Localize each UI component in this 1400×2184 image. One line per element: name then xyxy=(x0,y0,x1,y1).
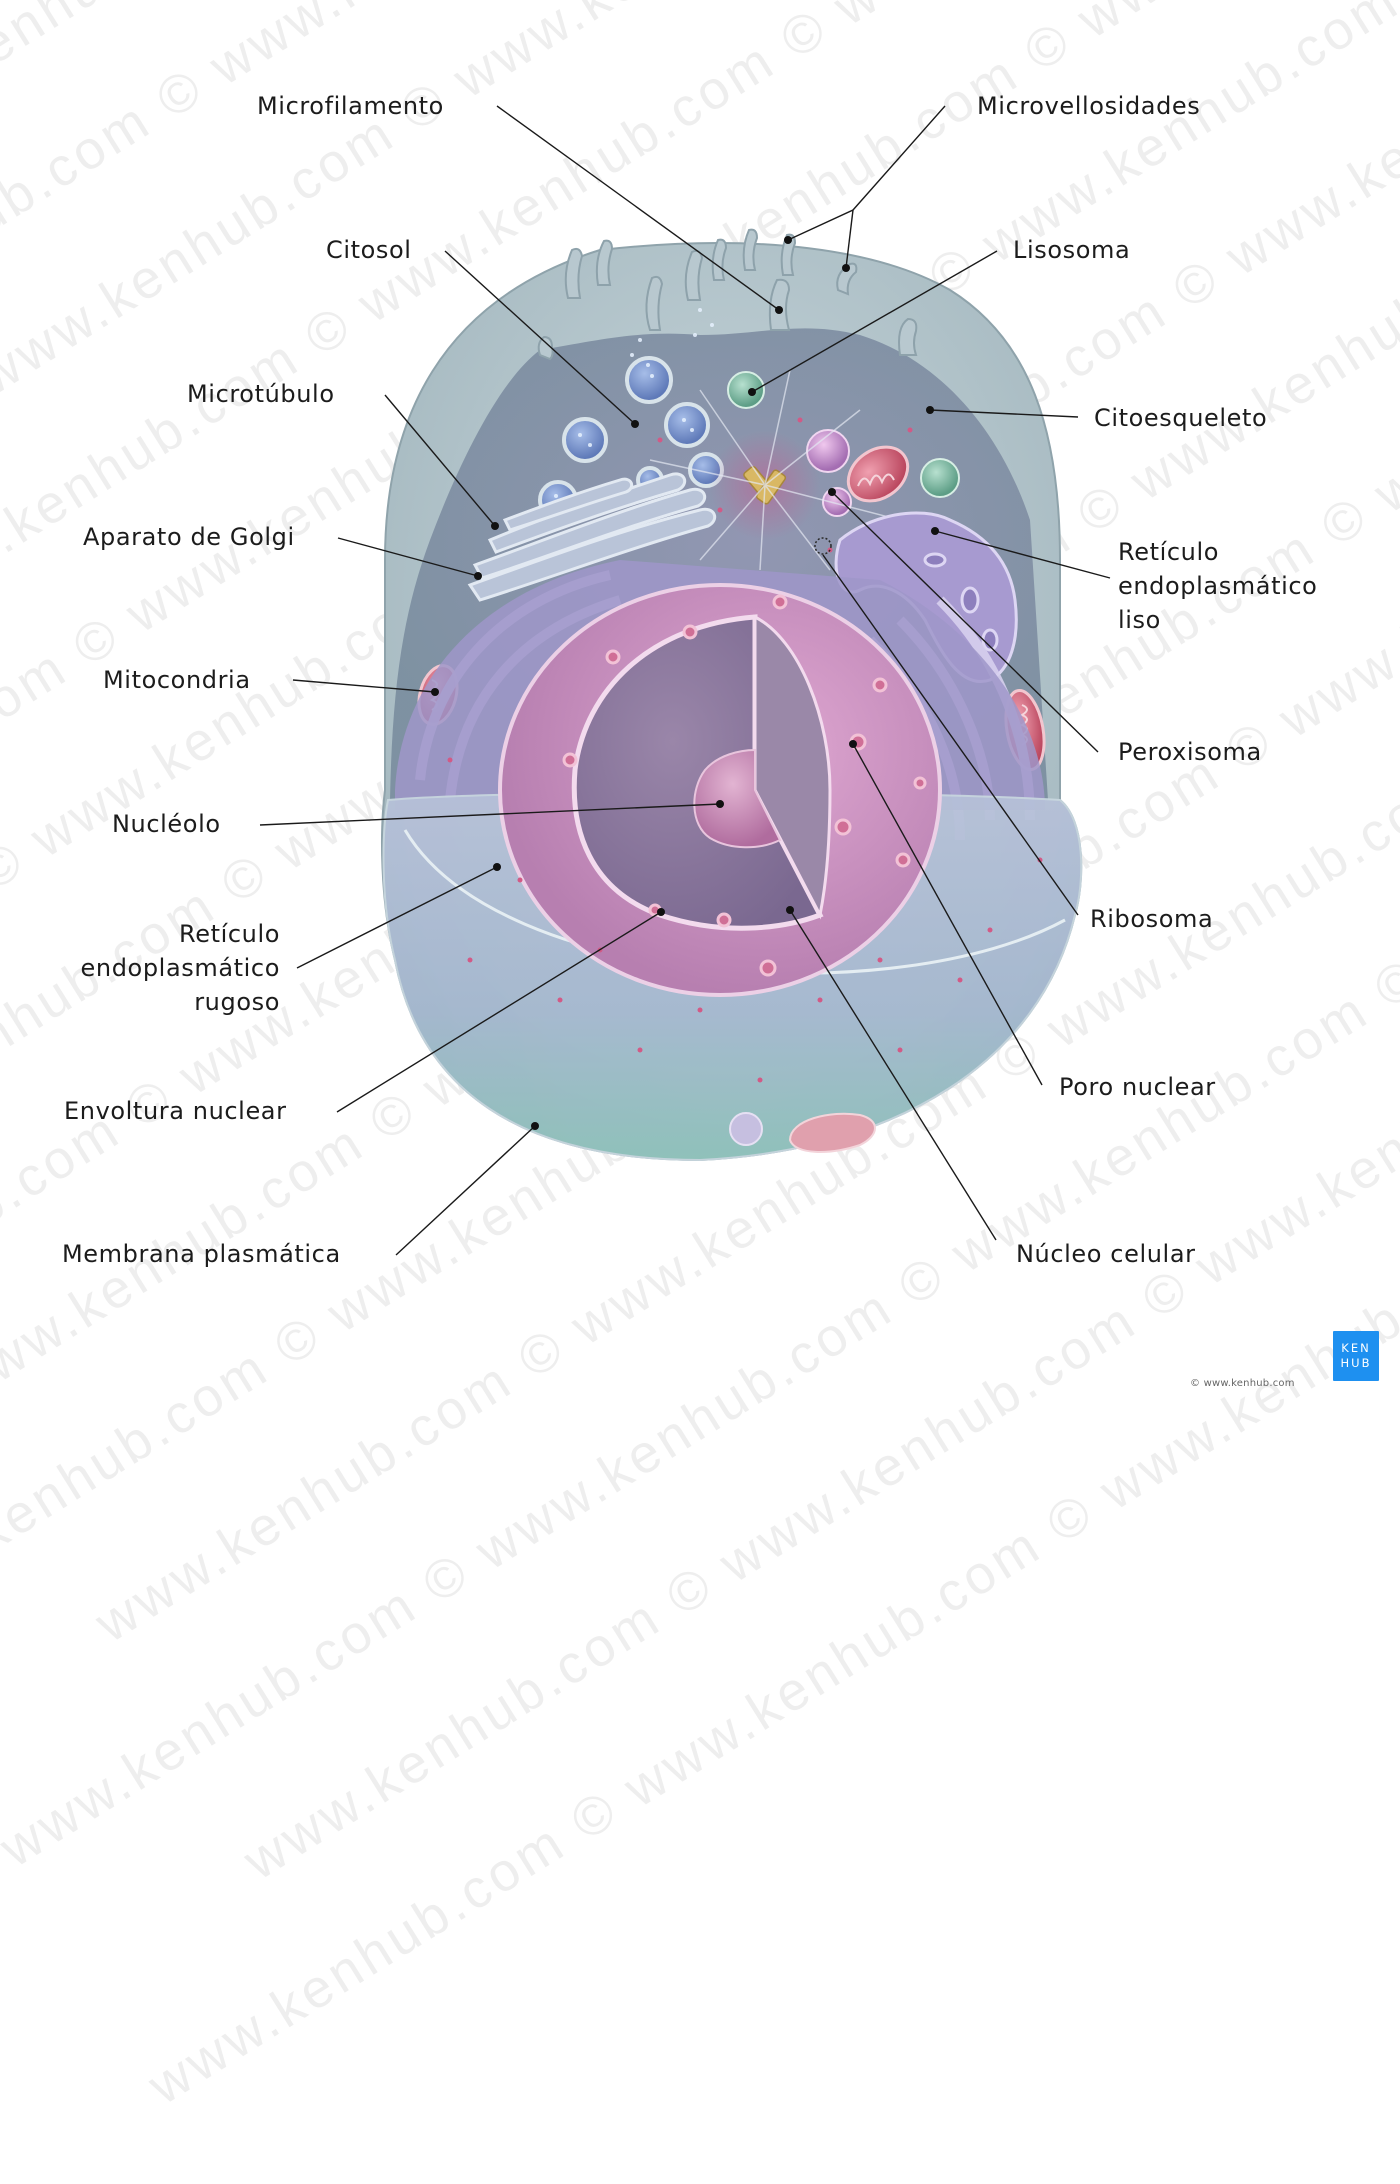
microtubule-aster xyxy=(649,369,901,571)
nucleolus xyxy=(693,748,782,849)
kenhub-logo[interactable]: KEN HUB xyxy=(1333,1331,1379,1381)
leader-dots xyxy=(431,236,939,1130)
nucleoplasm-cutaway xyxy=(571,614,824,931)
diagram-canvas: www.kenhub.com © www.kenhub.com © www.ke… xyxy=(0,0,1400,2116)
label-aparato-golgi: Aparato de Golgi xyxy=(83,523,295,551)
logo-text-ken: KEN xyxy=(1341,1341,1371,1355)
label-mitocondria: Mitocondria xyxy=(103,666,251,694)
logo-text-hub: HUB xyxy=(1340,1356,1372,1370)
label-microfilamento: Microfilamento xyxy=(257,92,444,120)
leader-lines xyxy=(259,105,1111,1256)
label-nucleolo: Nucléolo xyxy=(112,810,221,838)
peroxisome xyxy=(822,487,852,517)
vesicles xyxy=(538,356,724,520)
label-envoltura-nuclear: Envoltura nuclear xyxy=(64,1097,287,1125)
label-reticulo-rugoso: Retículo endoplasmático rugoso xyxy=(80,920,280,1016)
lysosome xyxy=(920,458,960,498)
nucleoplasm-wedge xyxy=(753,614,832,920)
label-lisosoma: Lisosoma xyxy=(1013,236,1131,264)
mitochondrion xyxy=(846,445,910,503)
label-citoesqueleto: Citoesqueleto xyxy=(1094,404,1268,432)
mitochondrion-bottom xyxy=(788,1112,876,1153)
cell-illustration xyxy=(259,105,1111,1256)
ribosome-highlight-ring xyxy=(814,537,832,555)
label-peroxisoma: Peroxisoma xyxy=(1118,738,1262,766)
vesicle-sparkles xyxy=(554,308,714,498)
label-membrana-plasmatica: Membrana plasmática xyxy=(62,1240,341,1268)
label-ribosoma: Ribosoma xyxy=(1090,905,1214,933)
lysosome xyxy=(727,371,765,409)
copyright-notice: © www.kenhub.com xyxy=(1190,1378,1295,1389)
lysosome-bottom xyxy=(729,1112,763,1146)
label-citosol: Citosol xyxy=(326,236,412,264)
label-poro-nuclear: Poro nuclear xyxy=(1059,1073,1216,1101)
golgi-apparatus xyxy=(467,472,717,602)
microvilli xyxy=(537,228,918,361)
label-microtubulo: Microtúbulo xyxy=(187,380,335,408)
label-microvellosidades: Microvellosidades xyxy=(977,92,1201,120)
label-nucleo-celular: Núcleo celular xyxy=(1016,1240,1196,1268)
label-reticulo-liso: Retículo endoplasmático liso xyxy=(1118,538,1318,634)
nuclear-pores xyxy=(562,594,927,977)
